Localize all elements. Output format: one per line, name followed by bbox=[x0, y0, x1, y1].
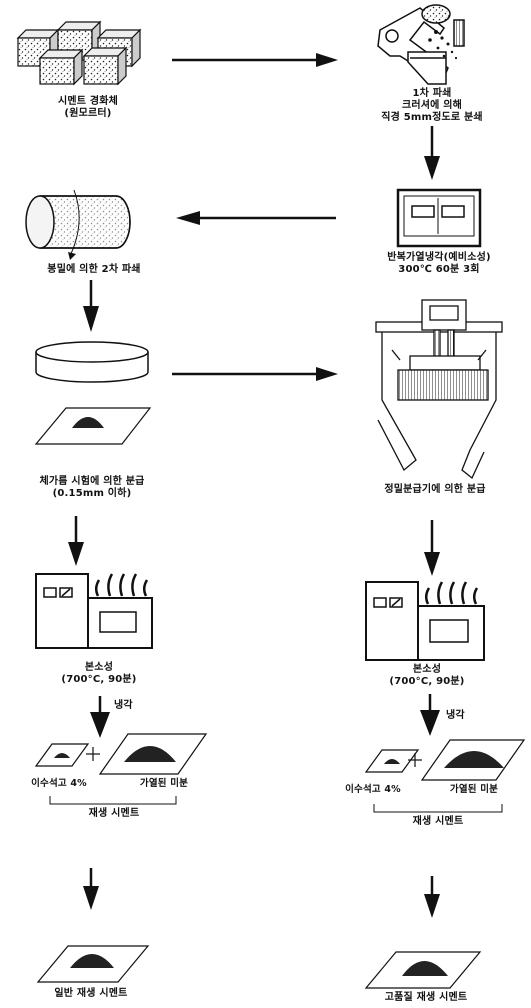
label-line: 300℃ 60분 3회 bbox=[398, 264, 480, 275]
kiln-icon bbox=[35, 573, 153, 649]
arrow-left-icon bbox=[176, 211, 336, 225]
label-line: 냉각 bbox=[446, 710, 465, 721]
powder-left-label: 가열된 미분 bbox=[124, 778, 204, 790]
step3-right-label: 정밀분급기에 의한 분급 bbox=[360, 484, 510, 496]
label-line: 반복가열냉각(예비소성) bbox=[387, 252, 491, 263]
label-line: 정밀분급기에 의한 분급 bbox=[384, 484, 486, 495]
plus-icon bbox=[408, 753, 422, 767]
label-line: 일반 재생 시멘트 bbox=[54, 988, 128, 999]
label-line: 재생 시멘트 bbox=[88, 808, 140, 819]
arrow-right-icon bbox=[172, 367, 338, 381]
powder-sample-icon bbox=[34, 407, 152, 445]
powder-right-label: 가열된 미분 bbox=[434, 784, 514, 796]
label-line: (700°C, 90분) bbox=[61, 674, 137, 685]
powder-sample-icon bbox=[98, 733, 208, 775]
bracket-icon bbox=[49, 796, 177, 805]
final-left-label: 일반 재생 시멘트 bbox=[26, 988, 156, 1000]
kiln-icon bbox=[365, 581, 485, 661]
step2-left-label: 봉밀에 의한 2차 파쇄 bbox=[24, 264, 164, 276]
gypsum-sample-icon bbox=[34, 743, 90, 767]
step4-right-label: 본소성 (700°C, 90분) bbox=[372, 664, 482, 688]
label-line: (원모르터) bbox=[64, 108, 112, 119]
cooling-right-label: 냉각 bbox=[446, 710, 486, 722]
arrow-down-icon bbox=[420, 694, 440, 736]
label-line: 봉밀에 의한 2차 파쇄 bbox=[47, 264, 141, 275]
arrow-down-icon bbox=[424, 876, 440, 918]
arrow-right-icon bbox=[172, 53, 338, 67]
high-quality-cement-icon bbox=[364, 951, 482, 989]
cooling-left-label: 냉각 bbox=[114, 700, 154, 712]
sieve-icon bbox=[35, 341, 149, 383]
label-line: 체가름 시험에 의한 분급 bbox=[39, 476, 145, 487]
label-line: 1차 파쇄 bbox=[412, 88, 452, 99]
cement-blocks-icon bbox=[16, 20, 142, 86]
bracket-icon bbox=[373, 804, 503, 813]
label-line: 재생 시멘트 bbox=[412, 816, 464, 827]
label-line: (700°C, 90분) bbox=[389, 676, 465, 687]
label-line: 크러셔에 의해 bbox=[401, 100, 463, 111]
arrow-down-icon bbox=[68, 516, 84, 566]
label-line: (0.15mm 이하) bbox=[52, 488, 132, 499]
classifier-icon bbox=[375, 299, 503, 480]
recycled-cement-icon bbox=[36, 945, 150, 983]
final-right-label: 고품질 재생 시멘트 bbox=[356, 992, 496, 1004]
label-line: 가열된 미분 bbox=[449, 784, 499, 795]
furnace-icon bbox=[396, 188, 482, 248]
plus-icon bbox=[86, 747, 100, 761]
arrow-down-icon bbox=[83, 868, 99, 910]
label-line: 고품질 재생 시멘트 bbox=[384, 992, 468, 1003]
label-line: 이수석고 4% bbox=[31, 778, 87, 789]
recycled-cement-left-label: 재생 시멘트 bbox=[54, 808, 174, 820]
powder-sample-icon bbox=[420, 739, 526, 781]
ball-mill-icon bbox=[25, 189, 131, 260]
label-line: 직경 5mm정도로 분쇄 bbox=[381, 112, 483, 123]
step4-left-label: 본소성 (700°C, 90분) bbox=[44, 662, 154, 686]
label-line: 본소성 bbox=[412, 664, 442, 675]
step2-right-label: 반복가열냉각(예비소성) 300℃ 60분 3회 bbox=[364, 252, 514, 276]
arrow-down-icon bbox=[83, 280, 99, 332]
label-line: 시멘트 경화체 bbox=[57, 96, 119, 107]
label-line: 가열된 미분 bbox=[139, 778, 189, 789]
label-line: 이수석고 4% bbox=[345, 784, 401, 795]
arrow-down-icon bbox=[424, 520, 440, 576]
gypsum-right-label: 이수석고 4% bbox=[328, 784, 418, 796]
arrow-down-icon bbox=[424, 126, 440, 180]
crusher-icon bbox=[377, 4, 465, 85]
step3-left-label: 체가름 시험에 의한 분급 (0.15mm 이하) bbox=[12, 476, 172, 500]
gypsum-sample-icon bbox=[364, 749, 420, 773]
arrow-down-icon bbox=[90, 696, 110, 738]
step1-right-label: 1차 파쇄 크러셔에 의해 직경 5mm정도로 분쇄 bbox=[362, 88, 502, 124]
label-line: 본소성 bbox=[84, 662, 114, 673]
gypsum-left-label: 이수석고 4% bbox=[14, 778, 104, 790]
label-line: 냉각 bbox=[114, 700, 133, 711]
recycled-cement-right-label: 재생 시멘트 bbox=[378, 816, 498, 828]
step1-left-label: 시멘트 경화체 (원모르터) bbox=[28, 96, 148, 120]
